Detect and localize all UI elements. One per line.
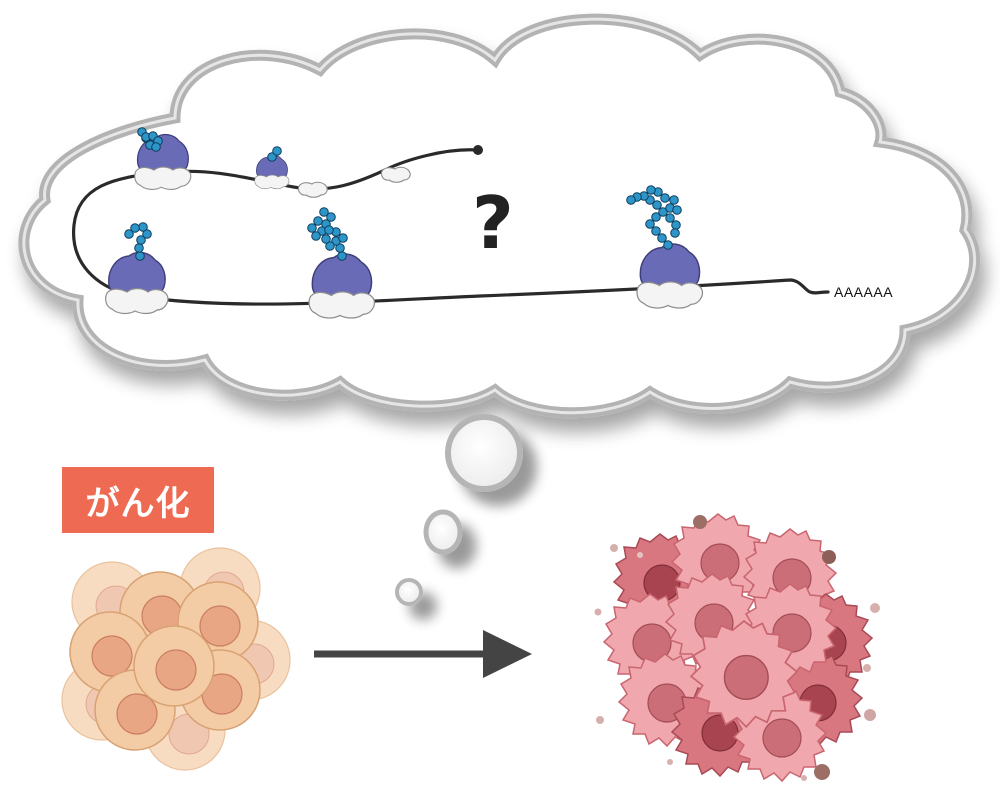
thought-bubbles bbox=[395, 414, 523, 606]
polya-tail-label: AAAAAA bbox=[834, 284, 893, 300]
normal-cell-cluster bbox=[61, 547, 291, 771]
cancer-cell-cluster bbox=[594, 513, 880, 782]
mrna-5prime-cap bbox=[473, 145, 483, 155]
small-subunit-icon bbox=[297, 181, 328, 198]
transformation-label: がん化 bbox=[62, 467, 214, 533]
transformation-arrow bbox=[314, 630, 532, 678]
thought-cloud bbox=[18, 13, 981, 419]
small-subunit-icon bbox=[380, 166, 411, 183]
question-mark: ? bbox=[472, 181, 514, 265]
